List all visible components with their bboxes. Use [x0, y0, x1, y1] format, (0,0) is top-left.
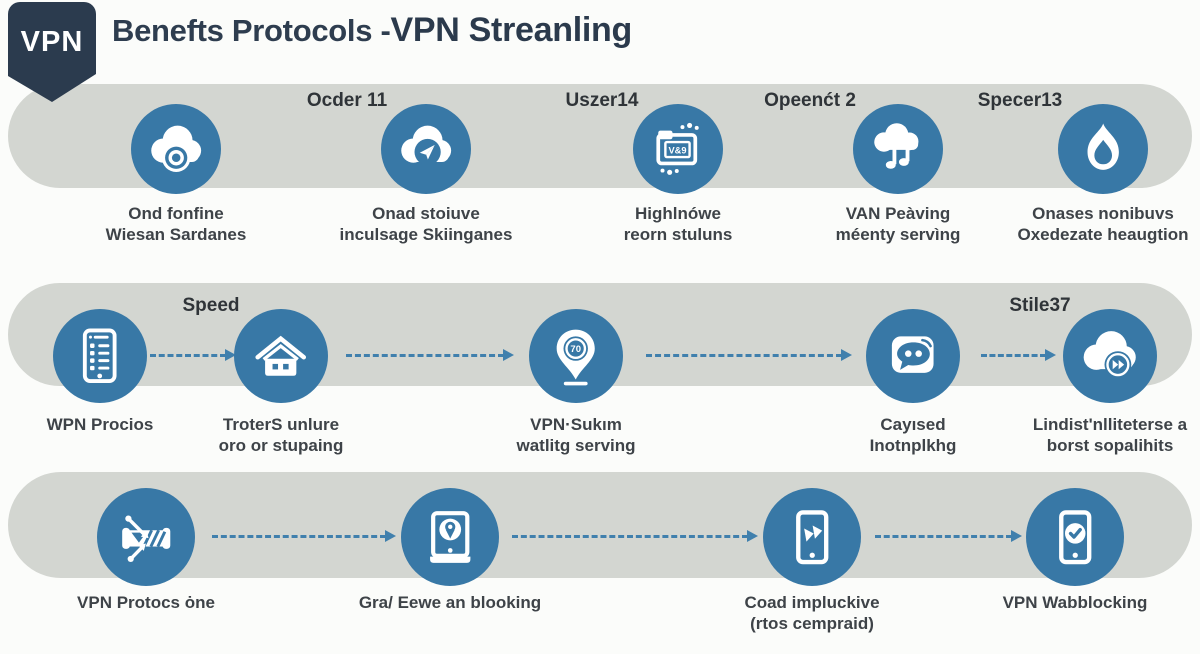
node-label-line: VPN Wabblocking	[1002, 593, 1148, 612]
node-label-line: Gra/ Eewe an blooking	[358, 593, 542, 612]
vpn-tunnel-icon	[121, 515, 171, 562]
node-label: Coad impluckive(rtos cempraid)	[744, 593, 879, 634]
row-header: Specer13	[977, 90, 1063, 111]
node-circle	[866, 309, 960, 403]
node-label: VPN Protocs ȯne	[77, 593, 215, 614]
node-label-line: Highlnówe	[635, 204, 721, 223]
phone-check-icon	[1058, 510, 1092, 564]
dashed-arrow-icon	[875, 530, 1022, 543]
node-label-line: Coad impluckive	[744, 593, 880, 612]
row-header: Ocder 11	[306, 90, 388, 111]
node-label-line: Onad stoiuve	[372, 204, 480, 223]
chat-icon	[892, 336, 934, 374]
dashed-arrow-icon	[346, 349, 514, 362]
node-label-line: TroterS unlure	[222, 415, 340, 434]
phone-forward-icon	[795, 510, 829, 564]
vpn-shield-badge: VPN	[8, 2, 96, 102]
node-label: WPN Procios	[47, 415, 154, 436]
node-label-line: Cayısed	[880, 415, 946, 434]
row-header: Stile37	[1009, 295, 1071, 316]
node-label-line: VAN Peàving	[845, 204, 951, 223]
node-label-line: watlitg serving	[516, 435, 636, 455]
row-3-band	[8, 472, 1192, 578]
svg-text:V&9: V&9	[668, 145, 686, 155]
cloud-lens-icon	[151, 125, 201, 172]
shield-icon: VPN	[8, 2, 96, 102]
node-circle	[1058, 104, 1148, 194]
node-label-line: oro or stupaing	[218, 435, 344, 455]
node-label-line: Wiesan Sardanes	[105, 224, 247, 244]
node-label-line: Lindist'nlliteterse a	[1032, 415, 1188, 434]
node-label-line: reorn stuluns	[623, 224, 733, 244]
cloud-nav-icon	[401, 125, 451, 165]
node-label-line: borst sopalihits	[1046, 435, 1174, 455]
badge-label: VPN	[20, 25, 84, 58]
dashed-arrow-icon	[150, 349, 236, 362]
node-circle	[1026, 488, 1124, 586]
tablet-pin-icon	[429, 510, 471, 563]
title-prefix: Benefts Protocols -	[112, 13, 391, 48]
svg-text:70: 70	[571, 344, 582, 355]
node-circle	[234, 309, 328, 403]
row-header: Uszer14	[565, 90, 639, 111]
node-label-line: WPN Procios	[46, 415, 154, 434]
node-circle	[381, 104, 471, 194]
dashed-arrow-icon	[512, 530, 758, 543]
node-label: Gra/ Eewe an blooking	[359, 593, 541, 614]
phone-list-icon	[83, 328, 117, 384]
node-label-line: méenty servìng	[835, 224, 961, 244]
node-circle	[853, 104, 943, 194]
node-label-line: VPN Protocs ȯne	[77, 593, 215, 612]
node-circle	[97, 488, 195, 586]
row-header: Opeenćt 2	[764, 90, 856, 111]
node-circle: V&9	[633, 104, 723, 194]
row-header: Speed	[182, 295, 240, 316]
cloud-music-icon	[874, 123, 919, 169]
node-circle	[53, 309, 147, 403]
node-label-line: Ond fonfine	[128, 204, 224, 223]
dashed-arrow-icon	[646, 349, 852, 362]
dashed-arrow-icon	[981, 349, 1056, 362]
house-icon	[255, 336, 307, 377]
node-label: VPN Wabblocking	[1003, 593, 1148, 614]
dashed-arrow-icon	[212, 530, 396, 543]
node-label-line: (rtos cempraid)	[750, 613, 874, 633]
title-highlight: VPN Streanling	[390, 11, 633, 49]
cloud-forward-icon	[1083, 331, 1137, 379]
node-circle	[763, 488, 861, 586]
node-circle	[131, 104, 221, 194]
node-label-line: Oxedezate heaugtion	[1017, 224, 1189, 244]
node-circle	[1063, 309, 1157, 403]
node-circle: 70	[529, 309, 623, 403]
node-label-line: VPN·Sukım	[530, 415, 622, 434]
pin-70-icon: 70	[556, 329, 596, 386]
node-circle	[401, 488, 499, 586]
video-folder-icon: V&9	[656, 122, 699, 175]
node-label-line: Onases nonibuvs	[1032, 204, 1174, 223]
node-label-line: Inotnplkhg	[869, 435, 957, 455]
flame-drop-icon	[1087, 123, 1119, 170]
node-label-line: inculsage Skiinganes	[339, 224, 513, 244]
page-title: Benefts Protocols - VPN Streanling	[112, 11, 632, 50]
